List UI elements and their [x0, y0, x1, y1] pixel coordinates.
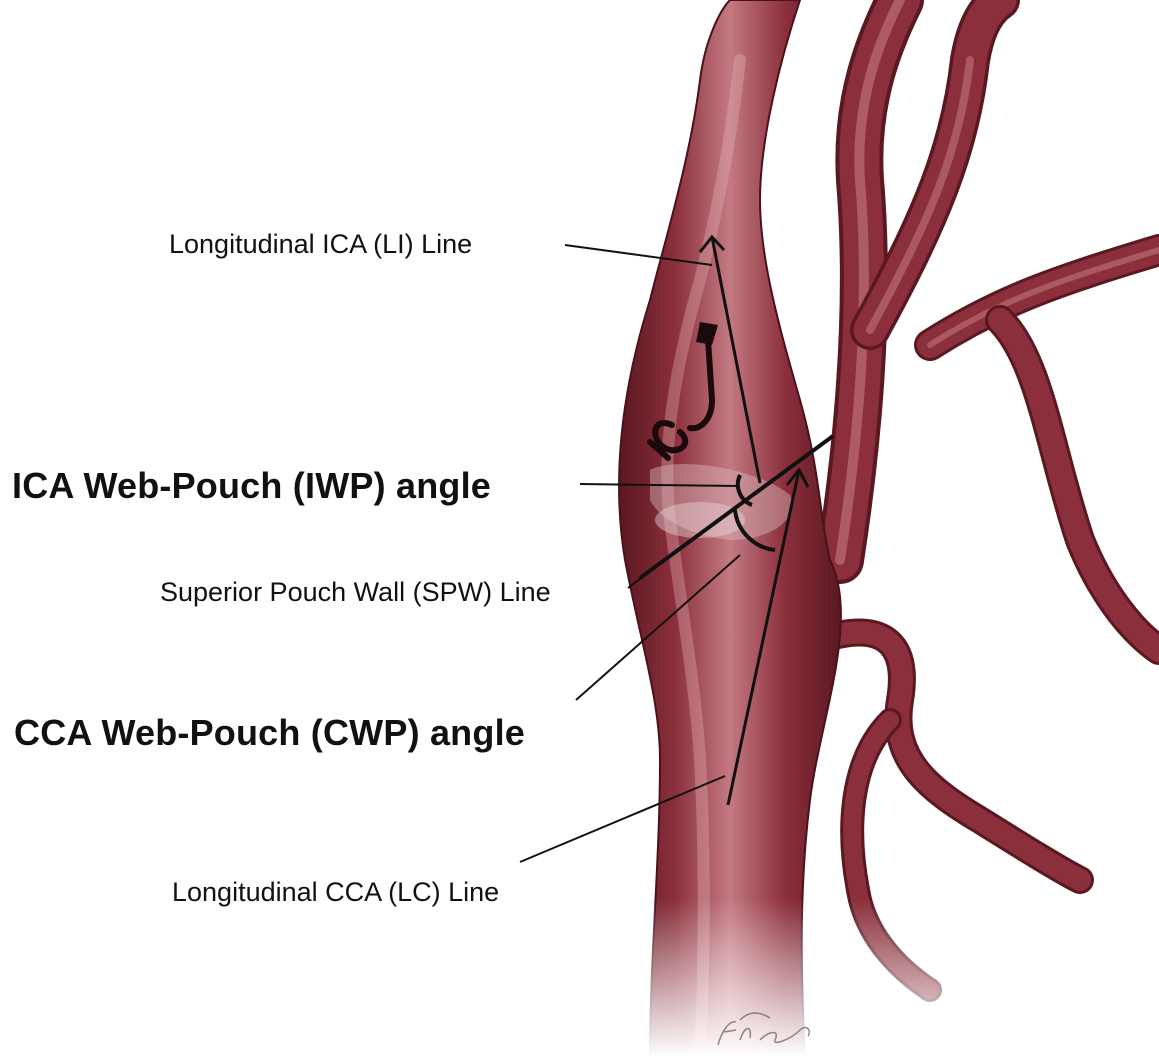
- cwp-angle-label: CCA Web-Pouch (CWP) angle: [14, 712, 525, 754]
- li-line-label: Longitudinal ICA (LI) Line: [169, 229, 472, 260]
- lc-line-label: Longitudinal CCA (LC) Line: [172, 877, 499, 908]
- iwp-angle-label: ICA Web-Pouch (IWP) angle: [12, 465, 491, 507]
- spw-line-label: Superior Pouch Wall (SPW) Line: [160, 577, 551, 608]
